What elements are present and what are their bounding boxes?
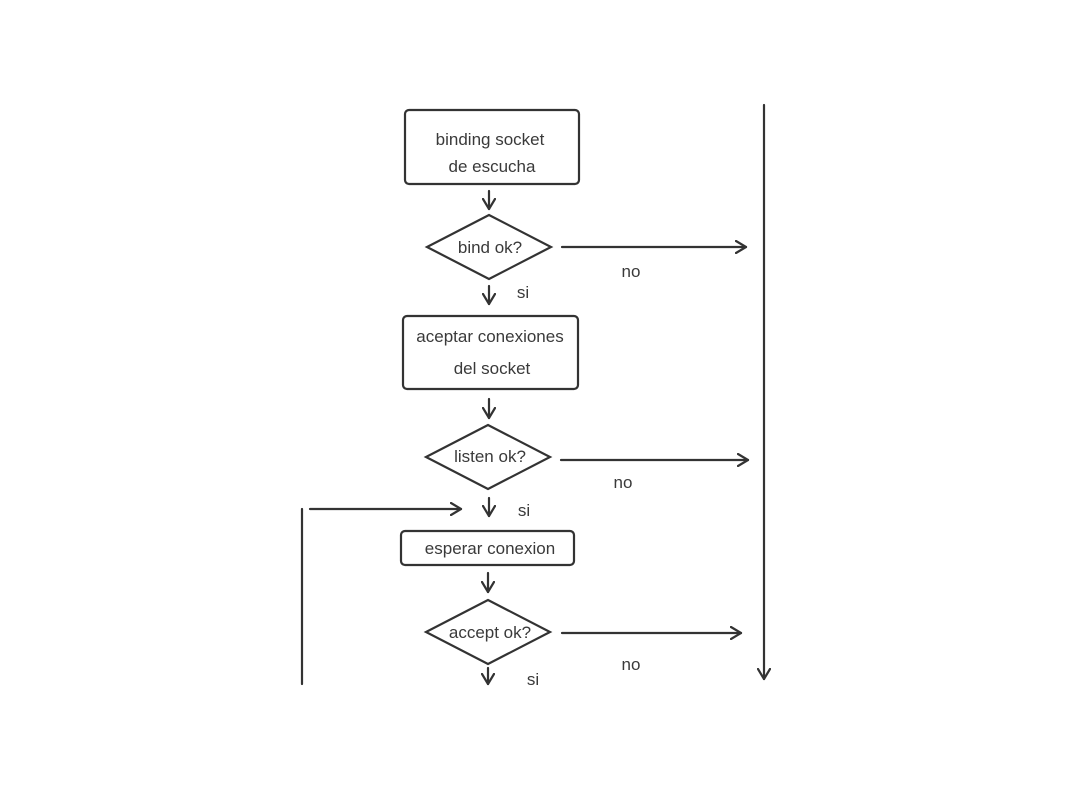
node-aceptar-conexiones: aceptar conexiones del socket <box>401 314 580 391</box>
edge-label-listen-no: no <box>614 473 633 492</box>
decision-bind-ok-label: bind ok? <box>458 238 522 257</box>
node-esperar-conexion: esperar conexion <box>399 529 576 567</box>
node-esperar-label: esperar conexion <box>425 539 555 558</box>
node-aceptar-line2: del socket <box>454 359 531 378</box>
edge-label-accept-no: no <box>622 655 641 674</box>
decision-accept-ok-label: accept ok? <box>449 623 531 642</box>
decision-diamond <box>423 423 553 491</box>
node-binding-line2: de escucha <box>449 157 536 176</box>
decision-bind-ok: bind ok? <box>424 213 554 281</box>
node-binding-socket: binding socket de escucha <box>403 108 581 186</box>
decision-listen-ok: listen ok? <box>423 423 553 491</box>
process-box <box>403 108 581 186</box>
edge-label-bind-no: no <box>622 262 641 281</box>
process-box <box>401 314 580 391</box>
process-box <box>399 529 576 567</box>
decision-diamond <box>424 213 554 281</box>
edge-label-listen-yes: si <box>518 501 530 520</box>
edge-label-accept-yes: si <box>527 670 539 689</box>
decision-listen-ok-label: listen ok? <box>454 447 526 466</box>
decision-accept-ok: accept ok? <box>423 598 553 666</box>
decision-diamond <box>423 598 553 666</box>
node-binding-line1: binding socket <box>436 130 545 149</box>
node-aceptar-line1: aceptar conexiones <box>416 327 563 346</box>
edge-label-bind-yes: si <box>517 283 529 302</box>
